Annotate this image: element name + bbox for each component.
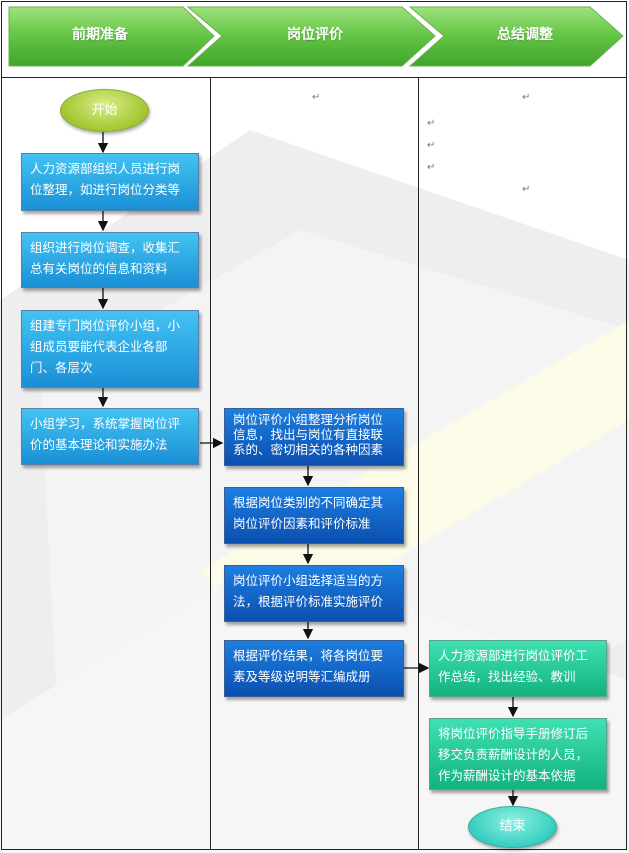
evaluation-step-3: 岗位评价小组选择适当的方法，根据评价标准实施评价 [224, 565, 404, 622]
evaluation-step-2: 根据岗位类别的不同确定其岗位评价因素和评价标准 [224, 487, 404, 544]
header-divider [1, 77, 627, 78]
phase-chevron-3 [408, 6, 624, 67]
lane-divider-2 [418, 77, 419, 849]
start-node: 开始 [60, 89, 149, 132]
phase-chevrons [8, 6, 624, 67]
paragraph-mark: ↵ [522, 92, 531, 103]
start-label: 开始 [91, 103, 118, 118]
phase-chevron-2 [186, 6, 436, 67]
phase-chevron-1 [8, 6, 215, 67]
prep-step-1: 人力资源部组织人员进行岗位整理，如进行岗位分类等 [21, 153, 199, 211]
summary-step-1: 人力资源部进行岗位评价工作总结，找出经验、教训 [429, 640, 607, 697]
lane-divider-1 [210, 77, 211, 849]
paragraph-mark: ↵ [522, 184, 531, 195]
paragraph-mark: ↵ [312, 92, 321, 103]
paragraph-mark: ↵ [427, 118, 436, 129]
phase-label-evaluation: 岗位评价 [287, 27, 343, 43]
paragraph-mark: ↵ [427, 140, 436, 151]
paragraph-mark: ↵ [427, 162, 436, 173]
prep-step-2: 组织进行岗位调查，收集汇总有关岗位的信息和资料 [21, 232, 199, 288]
evaluation-step-1: 岗位评价小组整理分析岗位信息，找出与岗位有直接联系的、密切相关的各种因素 [224, 408, 404, 466]
summary-step-2: 将岗位评价指导手册修订后移交负责薪酬设计的人员，作为薪酬设计的基本依据 [429, 718, 607, 790]
evaluation-step-4: 根据评价结果，将各岗位要素及等级说明等汇编成册 [224, 640, 404, 697]
end-node: 结束 [468, 806, 557, 848]
prep-step-4: 小组学习，系统掌握岗位评价的基本理论和实施办法 [21, 408, 199, 465]
end-label: 结束 [499, 819, 526, 834]
phase-label-summary: 总结调整 [497, 27, 553, 43]
phase-label-prep: 前期准备 [72, 27, 128, 43]
prep-step-3: 组建专门岗位评价小组，小组成员要能代表企业各部门、各层次 [21, 310, 199, 388]
